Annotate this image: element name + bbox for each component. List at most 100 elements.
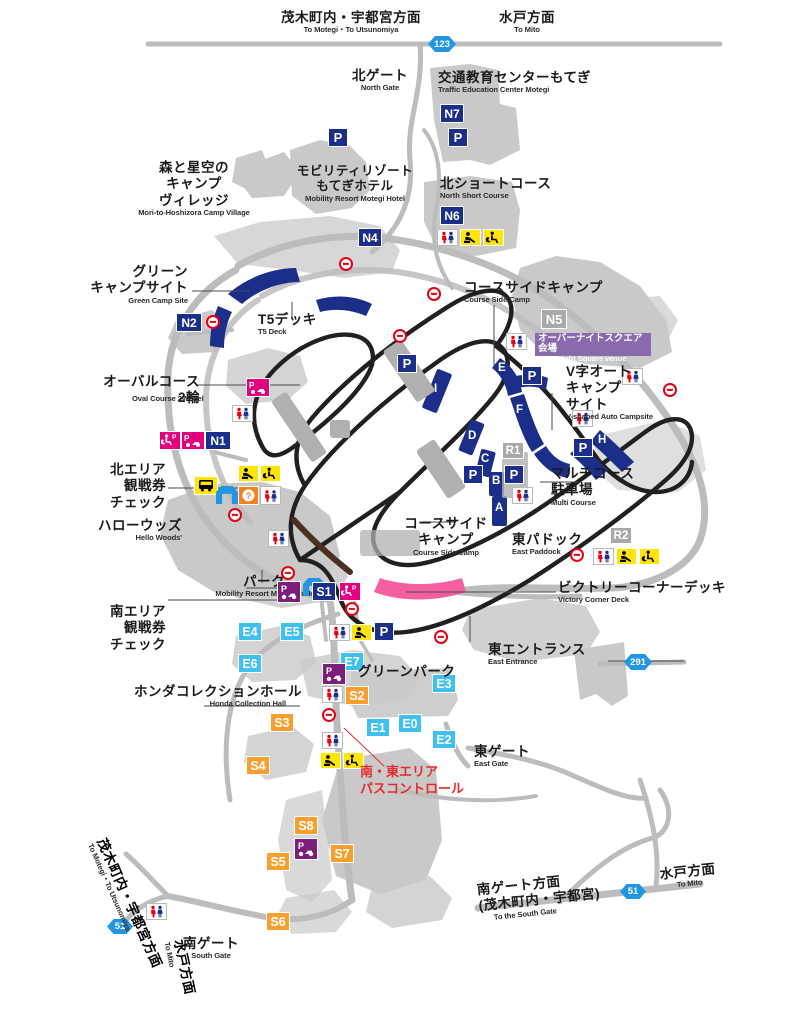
place-label-jp: 南ゲート [183, 936, 239, 951]
place-oval-course-2wheel: オーバルコース 2輪 Oval Course 2Wheel [88, 374, 204, 405]
place-label-jp: 東ゲート [474, 744, 530, 759]
grandstand-letter-H: H [598, 434, 607, 446]
information-icon: ? [238, 486, 259, 505]
route-51-left-shield: 51 [107, 919, 133, 934]
place-traffic-education-center: 交通教育センターもてぎ Traffic Education Center Mot… [438, 70, 591, 95]
zone-badge-S8[interactable]: S8 [294, 816, 318, 835]
zone-badge-S1[interactable]: S1 [312, 582, 336, 601]
zone-badge-S6[interactable]: S6 [266, 912, 290, 931]
route-291-shield: 291 [624, 654, 652, 670]
place-hello-woods: ハローウッズ Hello Woods' [84, 518, 182, 543]
direction-to-mito-top: 水戸方面 To Mito [472, 10, 582, 35]
place-label-en: Mobility Resort Motegi Hotel [305, 193, 405, 203]
zone-badge-R1[interactable]: R1 [502, 442, 524, 459]
overnight-label-jp: オーバーナイトスクエア会場 [538, 333, 643, 355]
zone-badge-N6[interactable]: N6 [440, 206, 464, 225]
zone-badge-R2[interactable]: R2 [610, 527, 632, 544]
wheelchair-icon [639, 548, 660, 565]
zone-badge-S7[interactable]: S7 [330, 844, 354, 863]
zone-badge-S2[interactable]: S2 [345, 686, 369, 705]
svg-text:P: P [172, 434, 177, 441]
place-label-en: Traffic Education Center Motegi [438, 85, 550, 95]
place-label-en: Oval Course 2Wheel [132, 393, 204, 403]
place-label-jp: コースサイドキャンプ [464, 280, 603, 295]
zone-badge-E0[interactable]: E0 [398, 714, 422, 733]
place-label-en: Course Side Camp [464, 295, 530, 305]
restroom-icon [322, 732, 343, 749]
zone-badge-E1[interactable]: E1 [366, 718, 390, 737]
zone-badge-E7[interactable]: E7 [340, 652, 364, 671]
place-course-side-camp-south: コースサイド キャンプ Course Side Camp [402, 516, 490, 557]
place-label-en: Green Camp Site [128, 295, 188, 305]
zone-badge-N2[interactable]: N2 [176, 313, 202, 332]
restroom-icon [506, 333, 527, 350]
place-label-jp: T5デッキ [258, 312, 317, 327]
grandstand-F [510, 394, 544, 452]
svg-text:P: P [352, 585, 357, 592]
no-entry-icon [393, 329, 407, 343]
accessible-parking-icon: P [339, 582, 361, 601]
zone-badge-N1[interactable]: N1 [205, 431, 231, 450]
place-label-jp: 森と星空の キャンプ ヴィレッジ [159, 160, 229, 208]
no-entry-icon [206, 315, 220, 329]
place-v-shaped-auto-campsite: V字オート キャンプ サイト V-shaped Auto Campsite [566, 364, 653, 422]
place-label-en: East Entrance [488, 657, 538, 667]
restroom-icon [268, 530, 289, 547]
zone-badge-S3[interactable]: S3 [270, 713, 294, 732]
zone-badge-N5[interactable]: N5 [541, 309, 567, 329]
grandstand-letter-I: I [434, 383, 438, 395]
zone-badge-S4[interactable]: S4 [246, 756, 270, 775]
restroom-icon [622, 368, 643, 385]
place-label-en: V-shaped Auto Campsite [566, 412, 653, 422]
zone-badge-N7[interactable]: N7 [440, 104, 464, 123]
place-north-short-course: 北ショートコース North Short Course [440, 176, 551, 201]
place-label-en: Victory Corner Deck [558, 595, 629, 605]
place-label-en: T5 Deck [258, 327, 287, 337]
place-label-en: Hello Woods' [135, 533, 183, 543]
zone-badge-E2[interactable]: E2 [432, 730, 456, 749]
baby-care-icon [320, 752, 341, 769]
zone-badge-S5[interactable]: S5 [266, 852, 290, 871]
svg-text:P: P [249, 381, 255, 390]
parking-icon-paddock: P [504, 465, 524, 484]
place-label-en: Course Side Camp [413, 547, 479, 557]
grandstand-letter-A: A [495, 502, 504, 514]
place-honda-collection-hall: ホンダコレクションホール Honda Collection Hall [134, 684, 302, 709]
hello-woods-trail [291, 517, 353, 575]
zone-badge-N4[interactable]: N4 [358, 228, 382, 247]
zone-badge-E4[interactable]: E4 [238, 622, 262, 641]
svg-text:?: ? [246, 491, 252, 501]
place-course-side-camp-north: コースサイドキャンプ Course Side Camp [464, 280, 603, 305]
zone-badge-E6[interactable]: E6 [238, 654, 262, 673]
place-label-jp: ビクトリーコーナーデッキ [558, 580, 726, 595]
restroom-icon [146, 903, 167, 920]
motorcycle-parking-icon: P [277, 581, 301, 603]
grandstand-pink-victory [374, 578, 466, 600]
grandstand-A [492, 496, 507, 526]
no-entry-icon [434, 630, 448, 644]
place-label-en: North Short Course [440, 191, 509, 201]
place-label-jp: ハローウッズ [98, 518, 182, 533]
no-entry-icon [345, 602, 359, 616]
pass-control-line2: パスコントロール [360, 780, 465, 796]
place-label-en: Mori-to-Hoshizora Camp Village [138, 208, 250, 218]
baby-care-icon [616, 548, 637, 565]
zone-badge-E5[interactable]: E5 [280, 622, 304, 641]
parking-icon-hotel: P [328, 128, 348, 147]
direction-label-en: To Motegi・To Utsunomiya [303, 25, 399, 35]
baby-care-icon [351, 624, 372, 641]
no-entry-icon [322, 708, 336, 722]
zone-badge-E3[interactable]: E3 [432, 674, 456, 693]
grandstand-I [422, 369, 452, 413]
parking-icon-north-inner: P [397, 354, 417, 373]
place-victory-corner-deck: ビクトリーコーナーデッキ Victory Corner Deck [558, 580, 726, 605]
place-east-gate: 東ゲート East Gate [474, 744, 530, 769]
place-east-paddock: 東パドック East Paddock [512, 532, 582, 557]
place-label-jp: 東エントランス [488, 642, 586, 657]
place-green-camp-site: グリーン キャンプサイト Green Camp Site [84, 264, 188, 305]
place-label-jp: モビリティリゾート もてぎホテル [296, 164, 414, 194]
grandstand-D [458, 419, 485, 456]
pass-control-leader [343, 727, 385, 767]
grandstands [210, 268, 634, 600]
